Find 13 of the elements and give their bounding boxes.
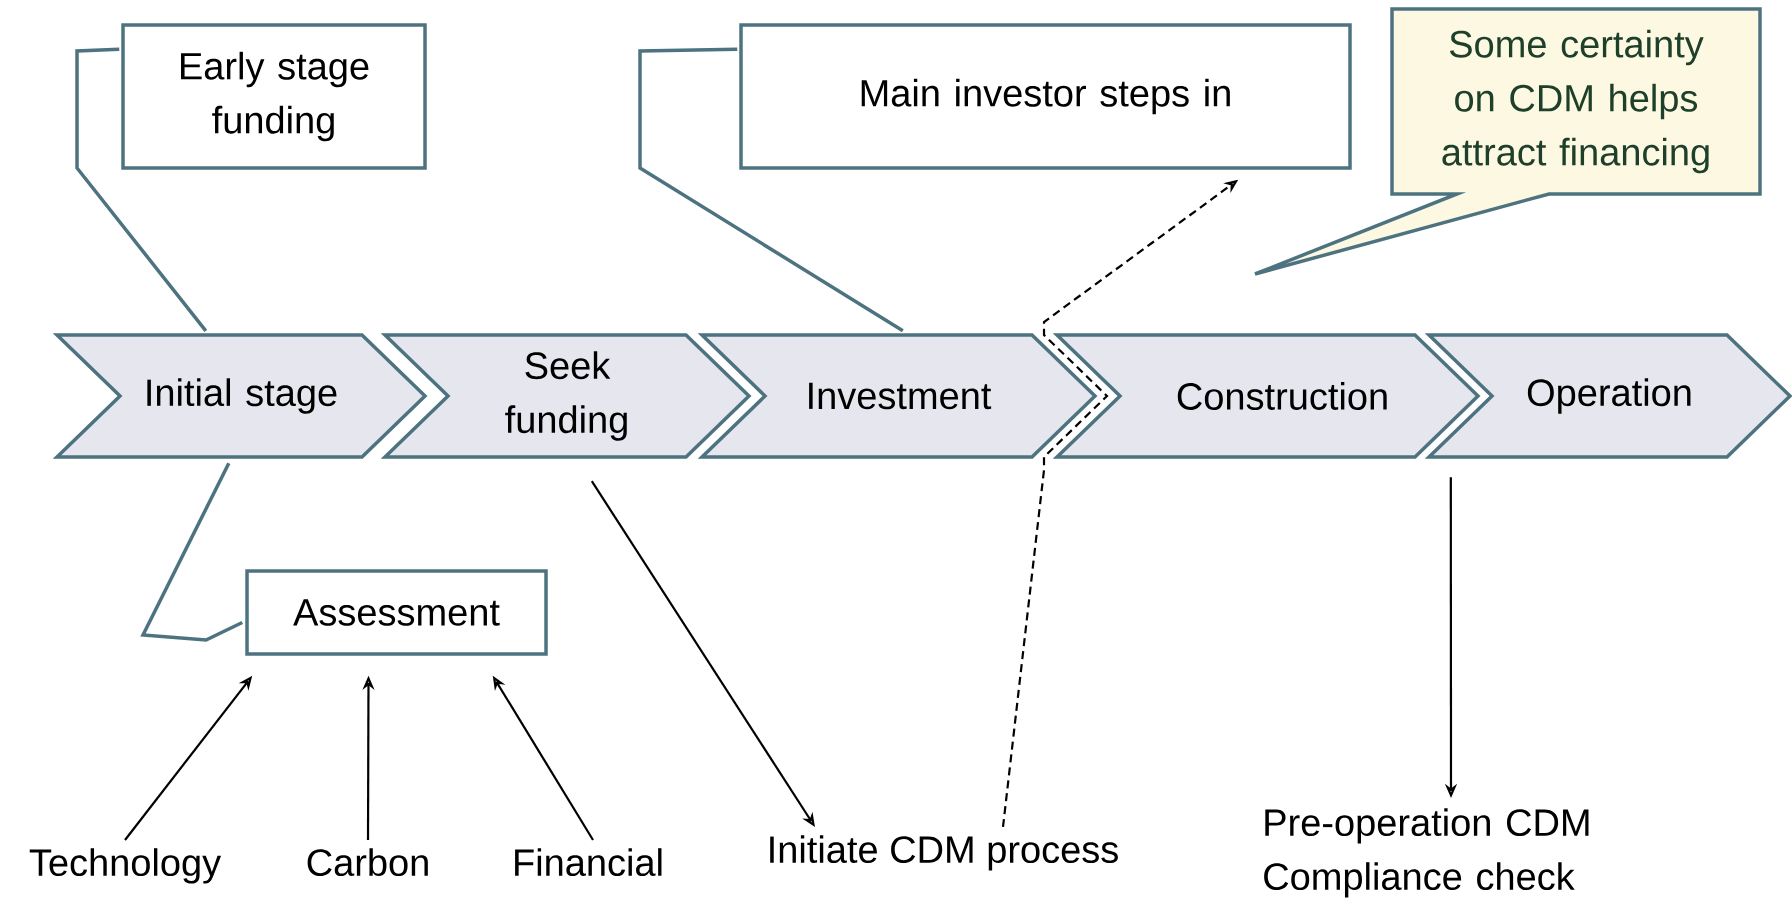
- callout-box: Some certainty on CDM helps attract financing: [1253, 7, 1762, 276]
- leader-line: [75, 47, 208, 332]
- text-box: Assessment: [245, 569, 548, 656]
- step-label: Technology: [29, 848, 222, 884]
- text-box: Main investor steps in: [739, 23, 1352, 170]
- text-box: Early stage funding: [121, 23, 427, 170]
- step-label: Initiate CDM process: [770, 835, 1118, 871]
- node-label: Operation: [1527, 378, 1691, 414]
- leader-line: [140, 462, 244, 642]
- step-label: Carbon: [307, 848, 428, 877]
- leader-line: [638, 47, 904, 333]
- step-label: Financial: [515, 848, 662, 877]
- step-label: Pre-operation CDM Compliance check: [1264, 808, 1589, 898]
